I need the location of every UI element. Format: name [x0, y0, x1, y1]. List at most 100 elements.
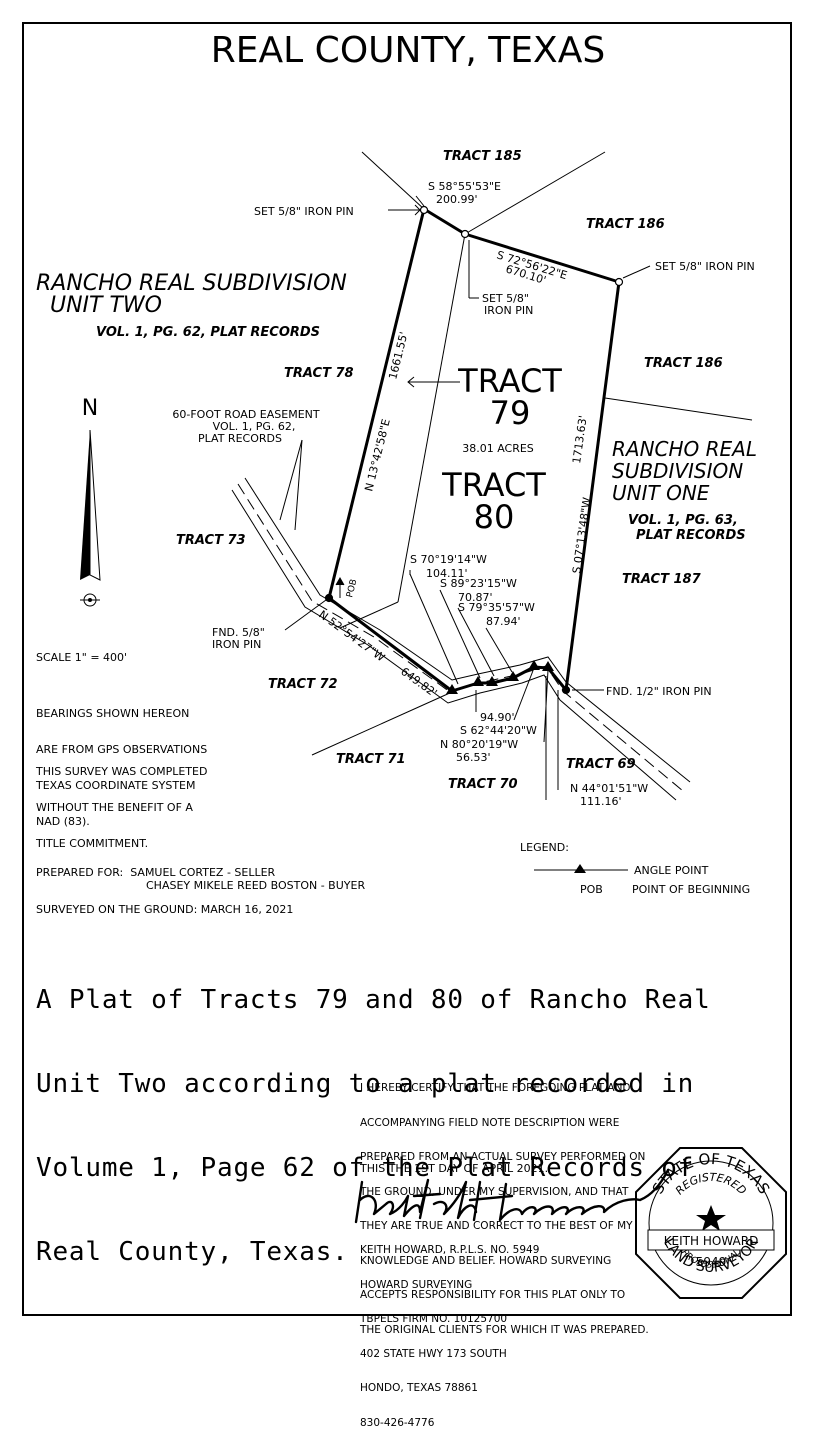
leader-top-bearing — [415, 195, 425, 207]
plat-drawing: REAL COUNTY, TEXAS — [36, 30, 787, 1299]
easement-edge-south — [231, 489, 677, 801]
leader-lines — [279, 195, 651, 790]
survey-note-line1: THIS SURVEY WAS COMPLETED — [36, 765, 208, 778]
seal-name: KEITH HOWARD — [664, 1234, 759, 1248]
west-line-bearing: N 13°42'58"E — [362, 417, 393, 492]
tract-73-label: TRACT 73 — [176, 533, 246, 548]
certification-line7: ACCEPTS RESPONSIBILITY FOR THIS PLAT ONL… — [360, 1289, 626, 1301]
tract-70-label: TRACT 70 — [448, 777, 518, 792]
set-pin-ne-marker — [614, 277, 624, 287]
leader-c1 — [409, 573, 459, 685]
survey-note: THIS SURVEY WAS COMPLETED WITHOUT THE BE… — [36, 742, 207, 862]
found-pin-sw-line2: IRON PIN — [212, 638, 261, 651]
plat-title-line4: Real County, Texas. — [36, 1237, 349, 1267]
plat-title-line3: Volume 1, Page 62 of the Plat Records of — [36, 1153, 695, 1183]
tract-187-label: TRACT 187 — [622, 572, 702, 587]
certification-line8: THE ORIGINAL CLIENTS FOR WHICH IT WAS PR… — [360, 1323, 649, 1336]
surveyor-phone: 830-426-4776 — [360, 1416, 435, 1429]
set-pin-nw-marker — [419, 205, 429, 215]
call-2-distance: 70.87' — [458, 591, 493, 604]
angle-point-markers — [446, 660, 554, 694]
certification-line3: PREPARED FROM AN ACTUAL SURVEY PERFORMED… — [360, 1151, 646, 1163]
surveyor-firm: HOWARD SURVEYING — [360, 1278, 473, 1291]
call-6-distance: 111.16' — [580, 795, 622, 808]
angle-point-6 — [542, 661, 554, 671]
easement-label-line1: 60-FOOT ROAD EASEMENT — [172, 408, 320, 421]
prepared-for-line1: PREPARED FOR: SAMUEL CORTEZ - SELLER — [36, 866, 276, 879]
set-pin-ne-label: SET 5/8" IRON PIN — [655, 260, 755, 273]
plat-title-line1: A Plat of Tracts 79 and 80 of Rancho Rea… — [36, 985, 711, 1015]
acreage-label: 38.01 ACRES — [462, 442, 534, 455]
tract-72-label: TRACT 72 — [268, 677, 338, 692]
certification-line2: ACCOMPANYING FIELD NOTE DESCRIPTION WERE — [360, 1116, 620, 1129]
adjoining-line-71 — [311, 691, 453, 756]
leader-c3 — [457, 607, 495, 677]
page-border — [22, 22, 792, 1316]
set-pin-nw-label: SET 5/8" IRON PIN — [254, 205, 354, 218]
angle-point-3 — [486, 676, 498, 686]
set-pin-mid-line1: SET 5/8" — [482, 292, 529, 305]
leader-easement-1 — [279, 439, 303, 521]
bearing-note-line4: NAD (83). — [36, 815, 90, 828]
call-5-bearing: N 80°20'19"W — [440, 738, 518, 751]
surveyor-city: HONDO, TEXAS 78861 — [360, 1382, 478, 1394]
bearing-note-line3: TEXAS COORDINATE SYSTEM — [36, 779, 196, 792]
surveyed-date: SURVEYED ON THE GROUND: MARCH 16, 2021 — [36, 903, 294, 916]
adjoining-line-east — [604, 397, 753, 421]
call-4-distance: 94.90' — [480, 711, 515, 724]
west-line-distance: 1661.55' — [386, 331, 410, 381]
seal-ring — [648, 1160, 774, 1286]
call-1-bearing: S 70°19'14"W — [410, 553, 487, 566]
legend-angle-point: ANGLE POINT — [634, 864, 709, 877]
leader-found-pin-sw — [284, 599, 327, 631]
surveyor-seal: STATE OF TEXAS REGISTERED KEITH HOWARD 5… — [635, 1147, 787, 1299]
certification-line6: KNOWLEDGE AND BELIEF. HOWARD SURVEYING — [360, 1254, 612, 1267]
found-pin-sw-marker — [324, 593, 334, 603]
plat-title-line2: Unit Two according to a plat recorded in — [36, 1069, 695, 1099]
monuments — [324, 205, 624, 695]
leader-c5 — [543, 669, 549, 743]
top-distance: 200.99' — [436, 193, 478, 206]
arrowhead-tract79 — [407, 376, 415, 388]
bearing-note-line2: ARE FROM GPS OBSERVATIONS — [36, 743, 208, 756]
leader-c2 — [439, 589, 481, 679]
certification-date: THIS THE 1ST DAY OF APRIL 2021. — [360, 1162, 549, 1175]
tract-80-word: TRACT — [441, 466, 546, 504]
surveyor-block: KEITH HOWARD, R.P.L.S. NO. 5949 HOWARD S… — [360, 1222, 539, 1441]
tract-186-label-top: TRACT 186 — [586, 217, 665, 232]
east-line-bearing: S 07°13'48"W — [570, 496, 594, 574]
found-pin-se-label: FND. 1/2" IRON PIN — [606, 685, 712, 698]
adjoining-lines — [311, 151, 753, 800]
leader-c3b — [485, 627, 513, 673]
sw-line-distance: 649.82' — [398, 665, 439, 700]
angle-point-4 — [507, 671, 519, 681]
certification-line1: I HEREBY CERTIFY THAT THE FOREGOING PLAT… — [360, 1082, 631, 1094]
unit-two-volume: VOL. 1, PG. 62, PLAT RECORDS — [96, 325, 320, 340]
easement-label-line3: PLAT RECORDS — [198, 432, 282, 445]
seal-name-box — [647, 1229, 775, 1251]
call-1-distance: 104.11' — [426, 567, 468, 580]
easement-label-line2: VOL. 1, PG. 62, — [213, 420, 296, 433]
bearing-note: BEARINGS SHOWN HEREON ARE FROM GPS OBSER… — [36, 684, 207, 840]
legend-pob-abbr: POB — [580, 883, 603, 896]
legend-pob-text: POINT OF BEGINNING — [632, 883, 750, 896]
set-pin-mid-marker — [460, 229, 470, 239]
north-arrow-light-half — [89, 429, 101, 581]
seal-star-icon — [696, 1205, 726, 1231]
unit-one-name-line1: RANCHO REAL — [612, 437, 757, 461]
county-title: REAL COUNTY, TEXAS — [211, 30, 605, 71]
prepared-for-line2: CHASEY MIKELE REED BOSTON - BUYER — [146, 879, 366, 892]
tract-divider-tail — [339, 601, 399, 629]
scale-label: SCALE 1" = 400' — [36, 651, 128, 664]
surveyor-name: KEITH HOWARD, R.P.L.S. NO. 5949 — [360, 1244, 540, 1256]
unit-one-name-line2: SUBDIVISION — [612, 459, 743, 483]
pob-label: POB — [345, 578, 359, 599]
unit-one-name-line3: UNIT ONE — [612, 481, 710, 505]
adjoining-line-north — [464, 151, 606, 235]
east-line-distance: 1713.63' — [570, 415, 590, 465]
unit-two-name-line1: RANCHO REAL SUBDIVISION — [36, 271, 347, 296]
north-label: N — [82, 396, 98, 421]
surveyor-signature — [354, 1168, 670, 1224]
legend-angle-point-icon — [574, 864, 586, 873]
call-2-bearing: S 89°23'15"W — [440, 577, 517, 590]
